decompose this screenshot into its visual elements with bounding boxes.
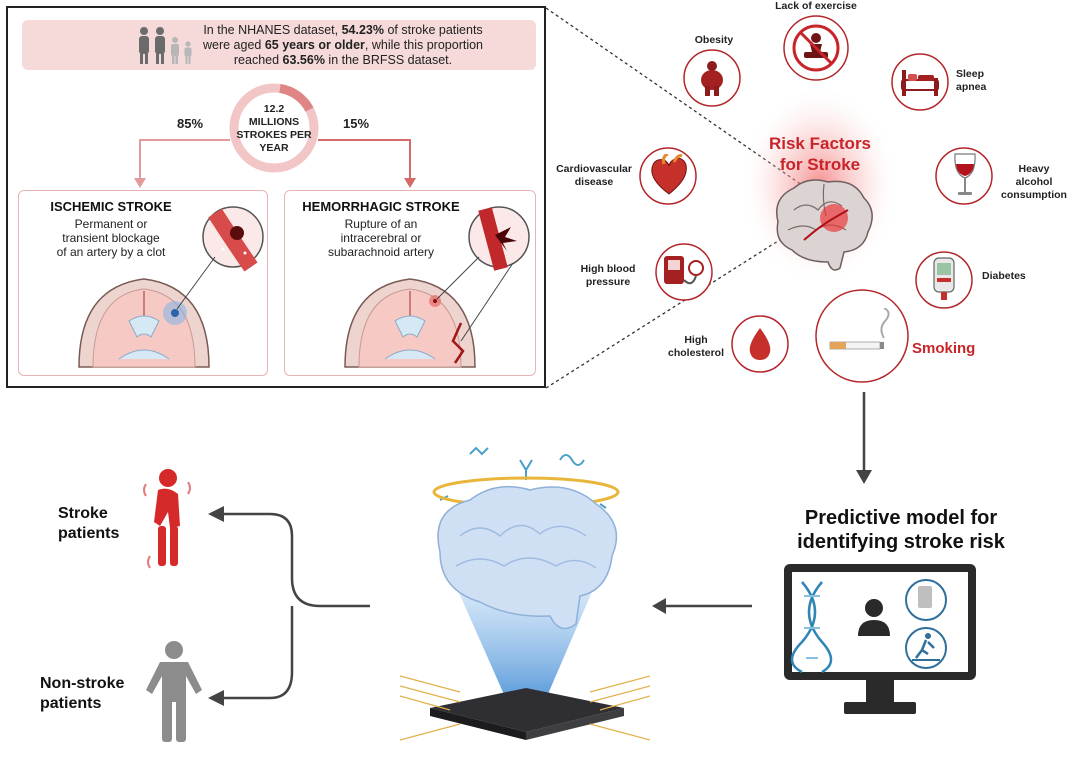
stat-line-1: In the NHANES dataset, 54.23% of stroke … xyxy=(203,23,483,37)
label-alcohol-line-3: consumption xyxy=(1001,189,1067,201)
sick-person-icon xyxy=(143,469,191,569)
label-chol-line-1: High xyxy=(684,334,708,346)
label-blood-pressure: High blood pressure xyxy=(572,263,644,289)
ischemic-desc-3: of an artery by a clot xyxy=(56,245,166,259)
person-icon xyxy=(858,599,890,636)
cigarette-icon xyxy=(829,308,890,350)
stat-line-3: reached 63.56% in the BRFSS dataset. xyxy=(233,53,453,67)
ischemic-title: ISCHEMIC STROKE xyxy=(50,199,172,214)
non-line-2: patients xyxy=(40,695,102,712)
glucose-meter-icon xyxy=(933,257,955,300)
ring-hemorrhagic xyxy=(279,84,314,112)
stat-line-2: were aged 65 years or older, while this … xyxy=(202,38,484,52)
label-non-stroke-patients: Non-stroke patients xyxy=(40,674,140,714)
heart-icon xyxy=(651,154,687,195)
ischemic-desc-1: Permanent or xyxy=(74,217,148,231)
chip-icon xyxy=(400,675,650,741)
blood-drop-icon xyxy=(749,328,771,360)
label-alcohol: Heavy alcohol consumption xyxy=(996,163,1072,202)
bed-icon xyxy=(901,70,939,96)
label-cardio-line-2: disease xyxy=(574,176,614,188)
label-obesity: Obesity xyxy=(694,34,734,46)
dna-icon xyxy=(790,581,833,674)
ischemic-box: ISCHEMIC STROKE Permanent or transient b… xyxy=(18,190,268,376)
molecule-icons xyxy=(439,446,607,509)
risk-title-line-2: for Stroke xyxy=(779,155,861,174)
ring-ischemic xyxy=(229,83,319,173)
brain-icon xyxy=(776,179,873,271)
ring-line-2: MILLIONS xyxy=(249,116,299,128)
model-title: Predictive model for identifying stroke … xyxy=(760,506,1042,554)
ring-line-1: 12.2 xyxy=(264,103,285,115)
label-bp-line-1: High blood xyxy=(580,263,636,275)
monitor-icon xyxy=(784,564,976,714)
wine-glass-icon xyxy=(954,153,976,195)
label-lack-exercise: Lack of exercise xyxy=(775,0,857,12)
hemorrhagic-brain-illustration xyxy=(344,206,530,368)
stats-box: In the NHANES dataset, 54.23% of stroke … xyxy=(22,20,536,70)
risk-title-line-1: Risk Factors xyxy=(768,134,872,153)
model-title-line-1: Predictive model for xyxy=(804,507,998,529)
hemorrhagic-desc-1: Rupture of an xyxy=(344,217,418,231)
arrow-ischemic xyxy=(139,139,230,182)
model-title-line-2: identifying stroke risk xyxy=(797,531,1005,553)
label-alcohol-line-1: Heavy xyxy=(1018,163,1050,175)
hemorrhagic-box: HEMORRHAGIC STROKE Rupture of an intrace… xyxy=(284,190,536,376)
label-bp-line-2: pressure xyxy=(585,276,631,288)
label-cardio: Cardiovascular disease xyxy=(550,163,638,189)
ring-line-4: YEAR xyxy=(259,142,289,154)
obesity-icon xyxy=(701,61,723,96)
family-icon xyxy=(139,27,192,64)
no-exercise-icon xyxy=(792,24,840,72)
label-cardio-line-1: Cardiovascular xyxy=(556,163,632,175)
stroke-line-1: Stroke xyxy=(58,505,108,522)
label-alcohol-line-2: alcohol xyxy=(1015,176,1053,188)
label-sleep-line-1: Sleep xyxy=(956,68,985,80)
label-chol-line-2: cholesterol xyxy=(667,347,725,359)
label-cholesterol: High cholesterol xyxy=(660,334,732,360)
healthy-person-icon xyxy=(146,641,202,742)
non-line-1: Non-stroke xyxy=(40,675,125,692)
hemorrhagic-title: HEMORRHAGIC STROKE xyxy=(302,199,460,214)
label-sleep-line-2: apnea xyxy=(956,81,987,93)
blood-pressure-icon xyxy=(664,256,704,285)
pct-ischemic: 85% xyxy=(177,116,203,131)
arrow-hemorrhagic xyxy=(318,139,411,182)
ischemic-desc-2: transient blockage xyxy=(62,231,160,245)
label-stroke-patients: Stroke patients xyxy=(58,504,148,544)
label-diabetes: Diabetes xyxy=(982,270,1026,282)
label-sleep-apnea: Sleep apnea xyxy=(956,68,1006,94)
hemorrhagic-desc-3: subarachnoid artery xyxy=(327,245,435,259)
ring-and-arrows: 12.2 MILLIONS STROKES PER YEAR 85% 15% xyxy=(134,83,416,188)
stroke-line-2: patients xyxy=(58,525,120,542)
risk-title: Risk Factors for Stroke xyxy=(740,133,900,175)
ischemic-brain-illustration xyxy=(78,206,264,368)
pct-hemorrhagic: 15% xyxy=(343,116,369,131)
flow-arrows xyxy=(208,392,872,706)
hemorrhagic-desc-2: intracerebral or xyxy=(340,231,422,245)
label-smoking: Smoking xyxy=(912,340,976,357)
ai-brain-on-chip xyxy=(400,446,650,741)
ring-line-3: STROKES PER xyxy=(236,129,312,141)
